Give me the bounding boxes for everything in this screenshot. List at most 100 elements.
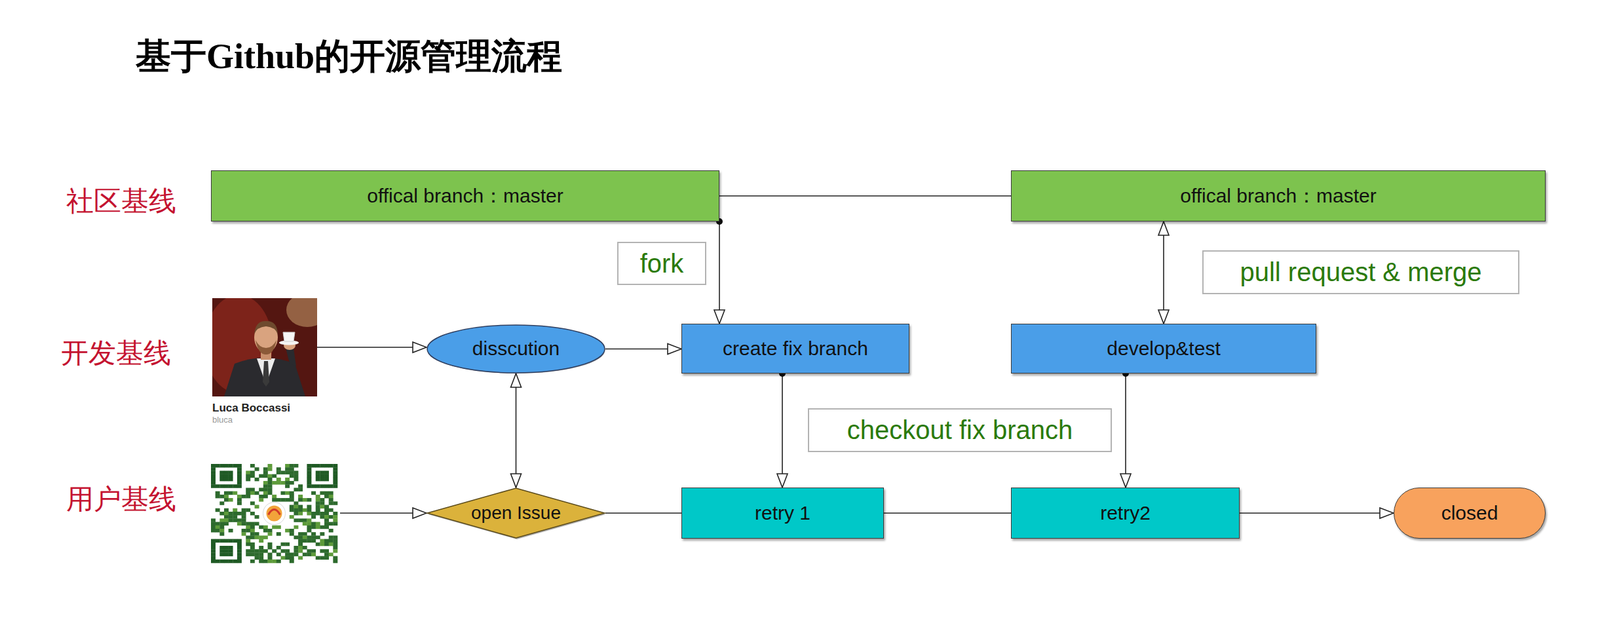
qr-module [289,532,295,536]
qr-module [315,477,321,482]
qr-module [210,559,216,564]
qr-module [237,552,242,557]
process-box: develop&test [1010,323,1317,374]
qr-module [324,552,329,557]
qr-module [245,528,251,533]
qr-module [280,556,286,561]
qr-logo [266,505,283,522]
terminal-pill: closed [1393,487,1546,539]
qr-module [210,470,216,475]
qr-module [215,522,221,527]
qr-module [245,508,251,513]
qr-module [293,552,299,557]
qr-module [271,559,277,564]
qr-module [241,528,247,533]
connector-line [719,195,1011,197]
qr-module [319,497,325,502]
qr-module [258,549,264,553]
qr-module [224,545,229,550]
qr-module [267,474,273,479]
qr-module [306,525,312,530]
qr-module [241,508,247,513]
qr-module [293,487,299,492]
qr-module [224,511,229,516]
qr-module [224,539,229,544]
qr-module [219,501,225,506]
qr-module [250,491,255,496]
qr-module [285,497,290,502]
qr-module [311,491,316,496]
qr-module [276,467,282,472]
node-text: closed [1441,501,1499,525]
connector [515,373,517,488]
qr-module [302,497,308,502]
qr-module [224,518,229,523]
qr-module [237,545,242,550]
qr-module [267,480,273,485]
qr-module [332,501,338,506]
qr-module [263,559,268,564]
qr-module [293,470,299,475]
qr-module [250,559,255,564]
qr-module [267,552,273,557]
qr-module [237,494,242,499]
qr-module [228,552,234,557]
qr-module [324,549,329,553]
qr-module [324,511,329,516]
qr-module [319,539,325,544]
qr-module [224,552,229,557]
connector [605,513,682,514]
qr-module [215,528,221,533]
qr-module [271,474,277,479]
qr-module [306,549,312,553]
qr-module [210,467,216,472]
connector-line [1239,512,1394,514]
connector-line [317,346,427,348]
qr-module [263,487,268,492]
qr-module [319,463,325,468]
qr-module [224,522,229,527]
qr-module [215,508,221,513]
connector [1122,370,1129,488]
qr-module [250,487,255,492]
qr-module [285,549,290,553]
qr-module [219,552,225,557]
qr-module [224,514,229,519]
qr-module [215,525,221,530]
qr-module [319,556,325,561]
qr-module [319,542,325,547]
qr-module [328,501,334,506]
qr-module [241,518,247,523]
qr-module [332,522,338,527]
qr-module [254,556,260,561]
qr-module [237,559,242,564]
qr-module [302,545,308,550]
qr-module [245,491,251,496]
qr-module [219,549,225,553]
qr-module [245,539,251,544]
qr-module [298,511,303,516]
qr-module [228,549,234,553]
qr-module [210,539,216,544]
qr-module [250,535,255,540]
qr-module [306,477,312,482]
qr-module [319,501,325,506]
qr-module [245,470,251,475]
qr-module [285,467,290,472]
qr-module [332,545,338,550]
qr-module [245,494,251,499]
qr-module [328,542,334,547]
qr-module [258,474,264,479]
qr-module [306,508,312,513]
qr-module [328,514,334,519]
qr-module [311,511,316,516]
qr-module [258,545,264,550]
qr-module [285,484,290,489]
lane-label: 社区基线 [66,182,177,220]
qr-module [237,539,242,544]
qr-module [315,463,321,468]
qr-module [254,552,260,557]
qr-module [245,477,251,482]
process-box: create fix branch [681,323,910,374]
qr-module [237,556,242,561]
